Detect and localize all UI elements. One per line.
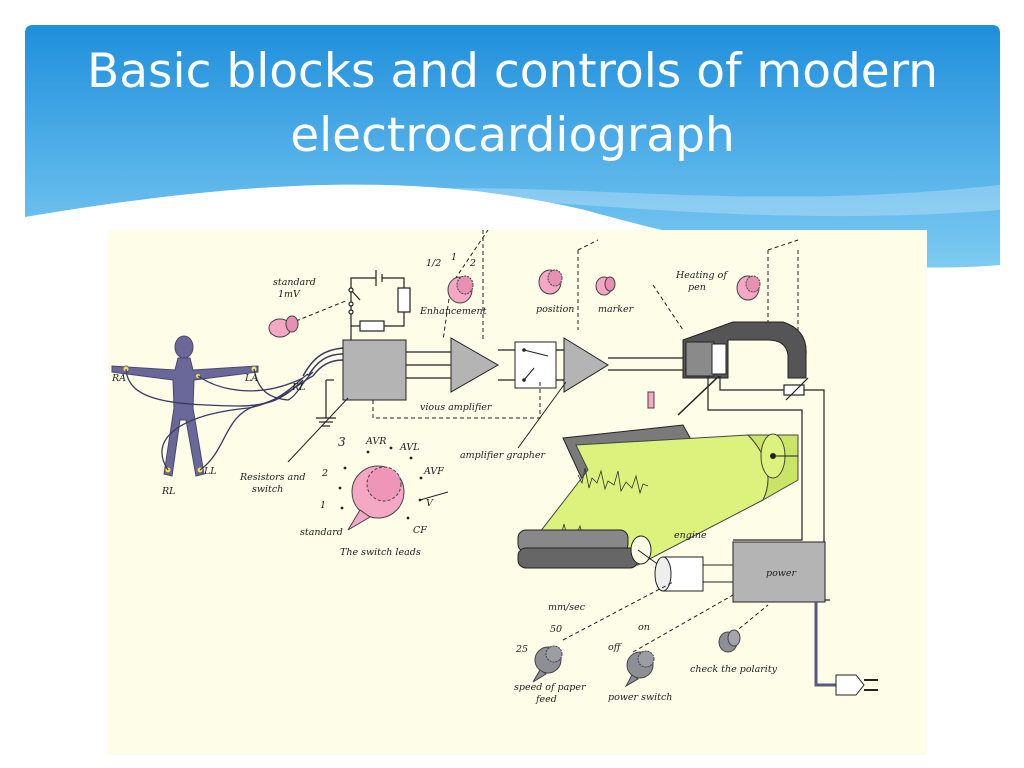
marker-button[interactable] [595,276,616,296]
lead-avl: AVL [399,442,420,453]
enhancement-label: Enhancement [419,306,487,317]
speed-label-2: feed [535,694,557,705]
amplifier-pointer [517,381,567,449]
standard-label-2: 1mV [278,289,301,300]
label-ll: LL [203,466,217,477]
paper-recorder [517,424,799,569]
enhancement-knob[interactable] [447,275,474,304]
power-label: power [766,568,798,579]
lead-v-line [419,491,449,501]
resistors-label-2: switch [252,484,283,495]
position-label: position [536,304,574,315]
check-polarity-label: check the polarity [690,664,778,675]
standard-1mv-button[interactable] [268,315,299,338]
resistors-switch-block [342,339,407,401]
lead-wires [125,368,314,471]
vious-amplifier-label: vious amplifier [420,402,493,413]
speed-50: 50 [550,624,562,635]
lead-caption: The switch leads [340,547,421,558]
lead-one: 1 [320,500,326,511]
standard-label-1: standard [273,277,316,288]
check-polarity-button[interactable] [718,629,741,653]
lead-cf: CF [413,525,427,536]
engine [637,549,733,592]
lead-avf: AVF [423,466,444,477]
lead-v: V [426,498,434,509]
lead-standard: standard [300,527,343,538]
marker-label: marker [598,304,635,315]
speed-unit: mm/sec [548,602,586,613]
label-rl-cable: RL [291,382,305,393]
power-plug [814,602,878,696]
coupling-switch [514,341,557,389]
patient-cable [302,347,344,377]
enhancement-one: 1 [451,252,457,263]
label-ra: RA [111,373,126,384]
power-off-label: off [608,642,623,653]
heating-knob[interactable] [736,275,761,301]
lead-avr: AVR [365,436,386,447]
speed-label-1: speed of paper [514,682,587,693]
ecg-diagram-svg: RA LA RL LL RL standard 1mV Resistors an… [111,230,878,705]
galvanometer-magnet [677,321,807,416]
heater-wiring [707,376,830,601]
title-line-2: electrocardiograph [290,108,735,163]
enhancement-two: 2 [469,258,476,269]
resistors-label-1: Resistors and [239,472,305,483]
power-switch-knob[interactable] [624,650,655,688]
engine-label: engine [674,530,707,541]
ecg-diagram: RA LA RL LL RL standard 1mV Resistors an… [108,230,927,755]
title-line-1: Basic blocks and controls of modern [86,44,939,99]
label-rl: RL [161,486,175,497]
heating-label-1: Heating of [675,270,728,281]
title-banner [25,25,1000,268]
standard-link [295,299,349,322]
power-on-label: on [638,622,650,633]
output-amplifier-triangle [563,337,609,393]
lead-two: 2 [321,468,328,479]
amplifier-grapher-label: amplifier grapher [460,450,546,461]
lead-selector-knob[interactable] [347,465,405,531]
power-block [732,541,826,603]
label-la: LA [244,373,258,384]
lead-number: 3 [338,435,346,449]
calibration-circuit [348,270,411,342]
paper-speed-knob[interactable] [532,645,563,683]
ground-symbol [316,379,336,427]
slide-title: Basic blocks and controls of modern elec… [25,40,1000,168]
power-switch-label: power switch [608,692,672,703]
pen-stylus [647,391,655,409]
resistors-pointer [287,397,349,463]
enhancement-half: 1/2 [426,258,441,269]
speed-25: 25 [515,644,528,655]
human-figure [111,335,259,477]
position-knob[interactable] [538,269,563,295]
signal-lines [406,349,683,381]
preamplifier-triangle [450,337,500,393]
heating-label-2: pen [688,282,706,293]
